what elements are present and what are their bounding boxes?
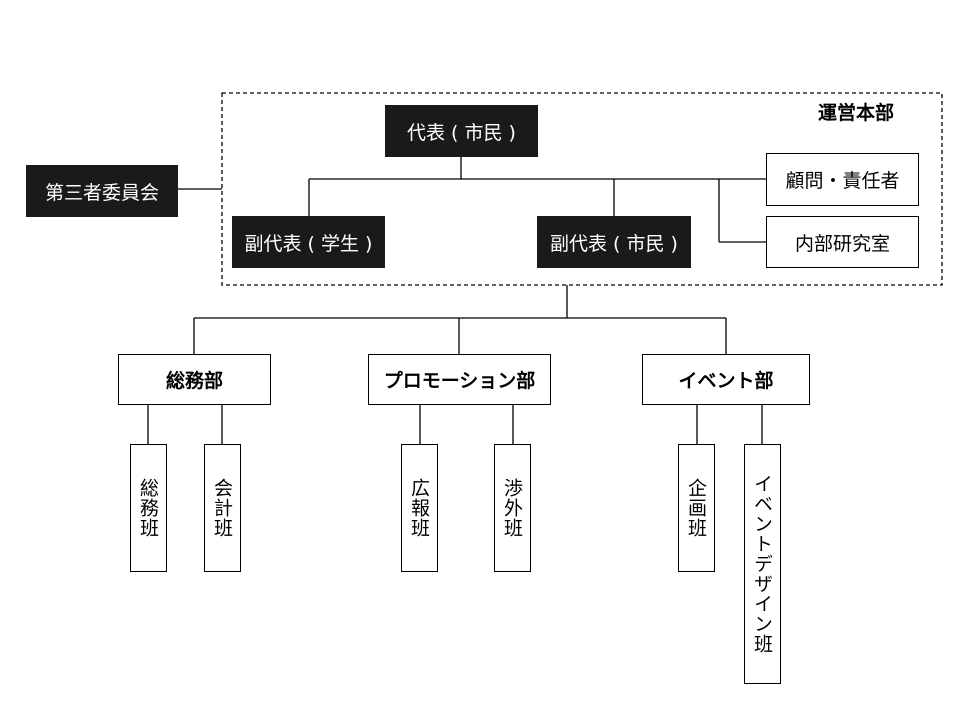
internal-lab-box: 内部研究室: [766, 216, 919, 268]
general-affairs-dept-box: 総務部: [118, 354, 271, 405]
vice-representative-citizen-box: 副代表 ( 市民 ): [537, 216, 691, 268]
event-design-team-box: イベントデザイン班: [744, 444, 781, 684]
representative-box: 代表 ( 市民 ): [385, 105, 538, 157]
general-affairs-team-box: 総務班: [130, 444, 167, 572]
steering-label: 運営本部: [818, 102, 895, 124]
third-party-committee-box: 第三者委員会: [26, 165, 178, 217]
planning-team-box: 企画班: [678, 444, 715, 572]
steering-boundary: [221, 92, 943, 286]
external-relations-team-box: 渉外班: [494, 444, 531, 572]
vice-representative-student-box: 副代表 ( 学生 ): [232, 216, 385, 268]
pr-team-box: 広報班: [401, 444, 438, 572]
event-dept-box: イベント部: [642, 354, 810, 405]
accounting-team-box: 会計班: [204, 444, 241, 572]
advisor-box: 顧問・責任者: [766, 153, 919, 206]
promotion-dept-box: プロモーション部: [368, 354, 551, 405]
